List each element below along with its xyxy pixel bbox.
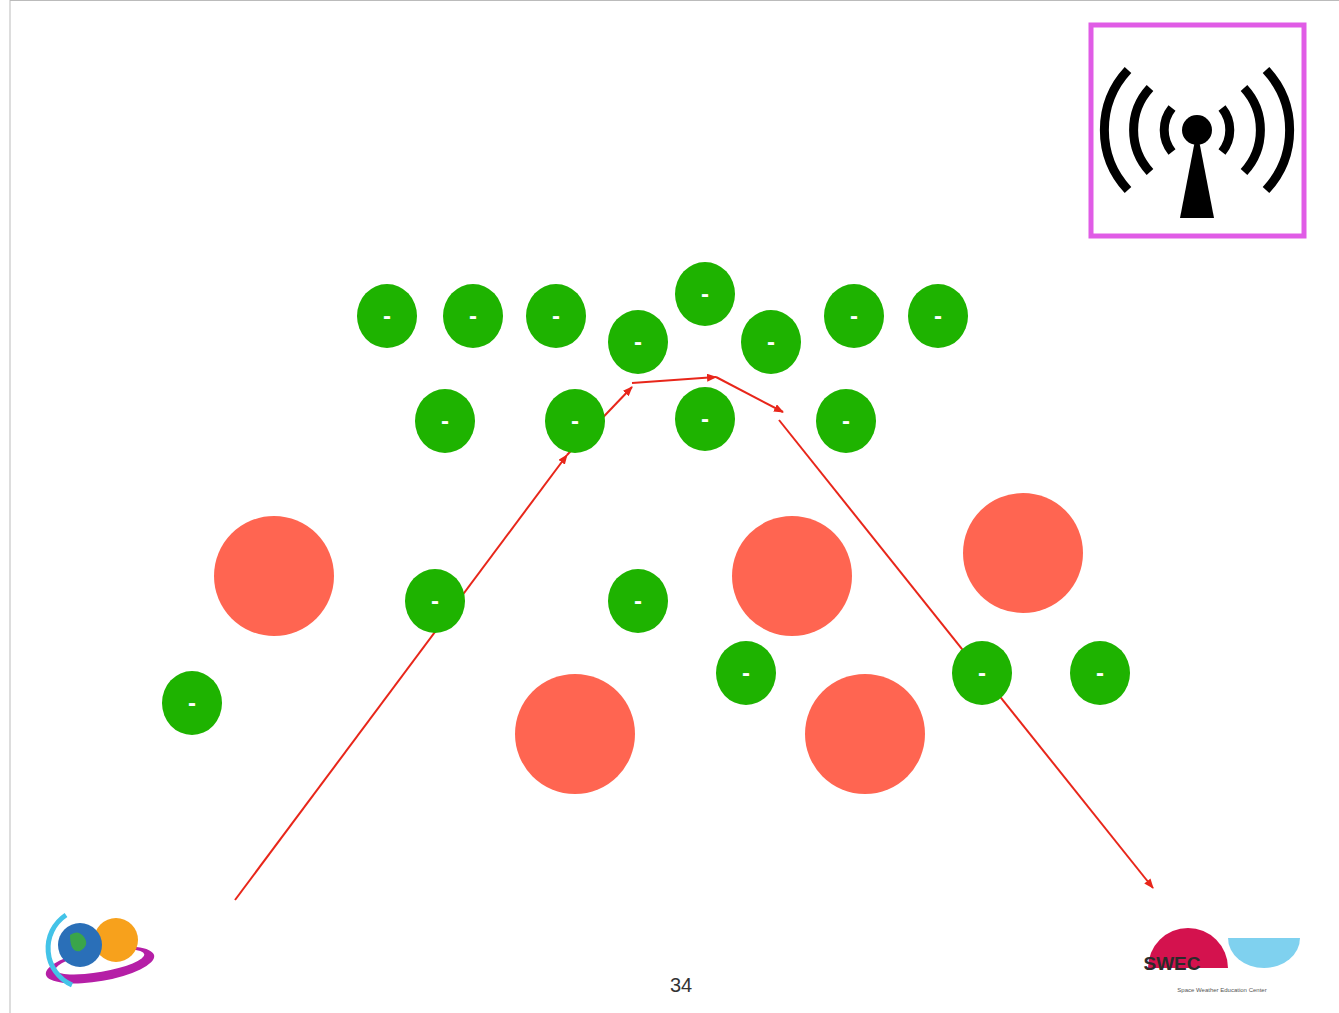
charge-sign: - bbox=[701, 282, 709, 306]
page-border bbox=[10, 0, 11, 1013]
charge-sign: - bbox=[742, 661, 750, 685]
page-border bbox=[10, 0, 1339, 1]
electron-circle: - bbox=[716, 641, 776, 705]
page-number: 34 bbox=[670, 975, 692, 995]
electron-circle: - bbox=[675, 262, 735, 326]
charge-sign: - bbox=[571, 409, 579, 433]
electron-circle: - bbox=[443, 284, 503, 348]
electron-circle: - bbox=[526, 284, 586, 348]
electron-circle: - bbox=[357, 284, 417, 348]
charge-sign: - bbox=[552, 304, 560, 328]
charge-sign: - bbox=[469, 304, 477, 328]
charge-sign: - bbox=[850, 304, 858, 328]
charge-sign: - bbox=[1096, 661, 1104, 685]
charge-sign: - bbox=[767, 330, 775, 354]
electron-circle: - bbox=[608, 310, 668, 374]
electron-circle: - bbox=[162, 671, 222, 735]
antenna-icon bbox=[1091, 25, 1304, 236]
radio-wave-path bbox=[235, 377, 1153, 900]
charge-sign: - bbox=[188, 691, 196, 715]
charge-sign: - bbox=[431, 589, 439, 613]
charge-sign: - bbox=[978, 661, 986, 685]
charge-sign: - bbox=[842, 409, 850, 433]
charge-sign: - bbox=[383, 304, 391, 328]
charge-sign: - bbox=[634, 589, 642, 613]
electron-circle: - bbox=[908, 284, 968, 348]
left-logo bbox=[43, 915, 157, 990]
electron-circle: - bbox=[405, 569, 465, 633]
charge-sign: - bbox=[634, 330, 642, 354]
electron-circle: - bbox=[816, 389, 876, 453]
logo-text: SWEC bbox=[1144, 954, 1201, 973]
electron-circle: - bbox=[675, 387, 735, 451]
charge-sign: - bbox=[441, 409, 449, 433]
logo-subtitle: Space Weather Education Center bbox=[1177, 987, 1266, 993]
electron-circle: - bbox=[824, 284, 884, 348]
charge-sign: - bbox=[701, 407, 709, 431]
electron-circle: - bbox=[608, 569, 668, 633]
charge-sign: - bbox=[934, 304, 942, 328]
ion bbox=[214, 493, 1083, 794]
electron-circle: - bbox=[741, 310, 801, 374]
electron-circle: - bbox=[1070, 641, 1130, 705]
electron-circle: - bbox=[545, 389, 605, 453]
electron-circle: - bbox=[415, 389, 475, 453]
electron-circle: - bbox=[952, 641, 1012, 705]
